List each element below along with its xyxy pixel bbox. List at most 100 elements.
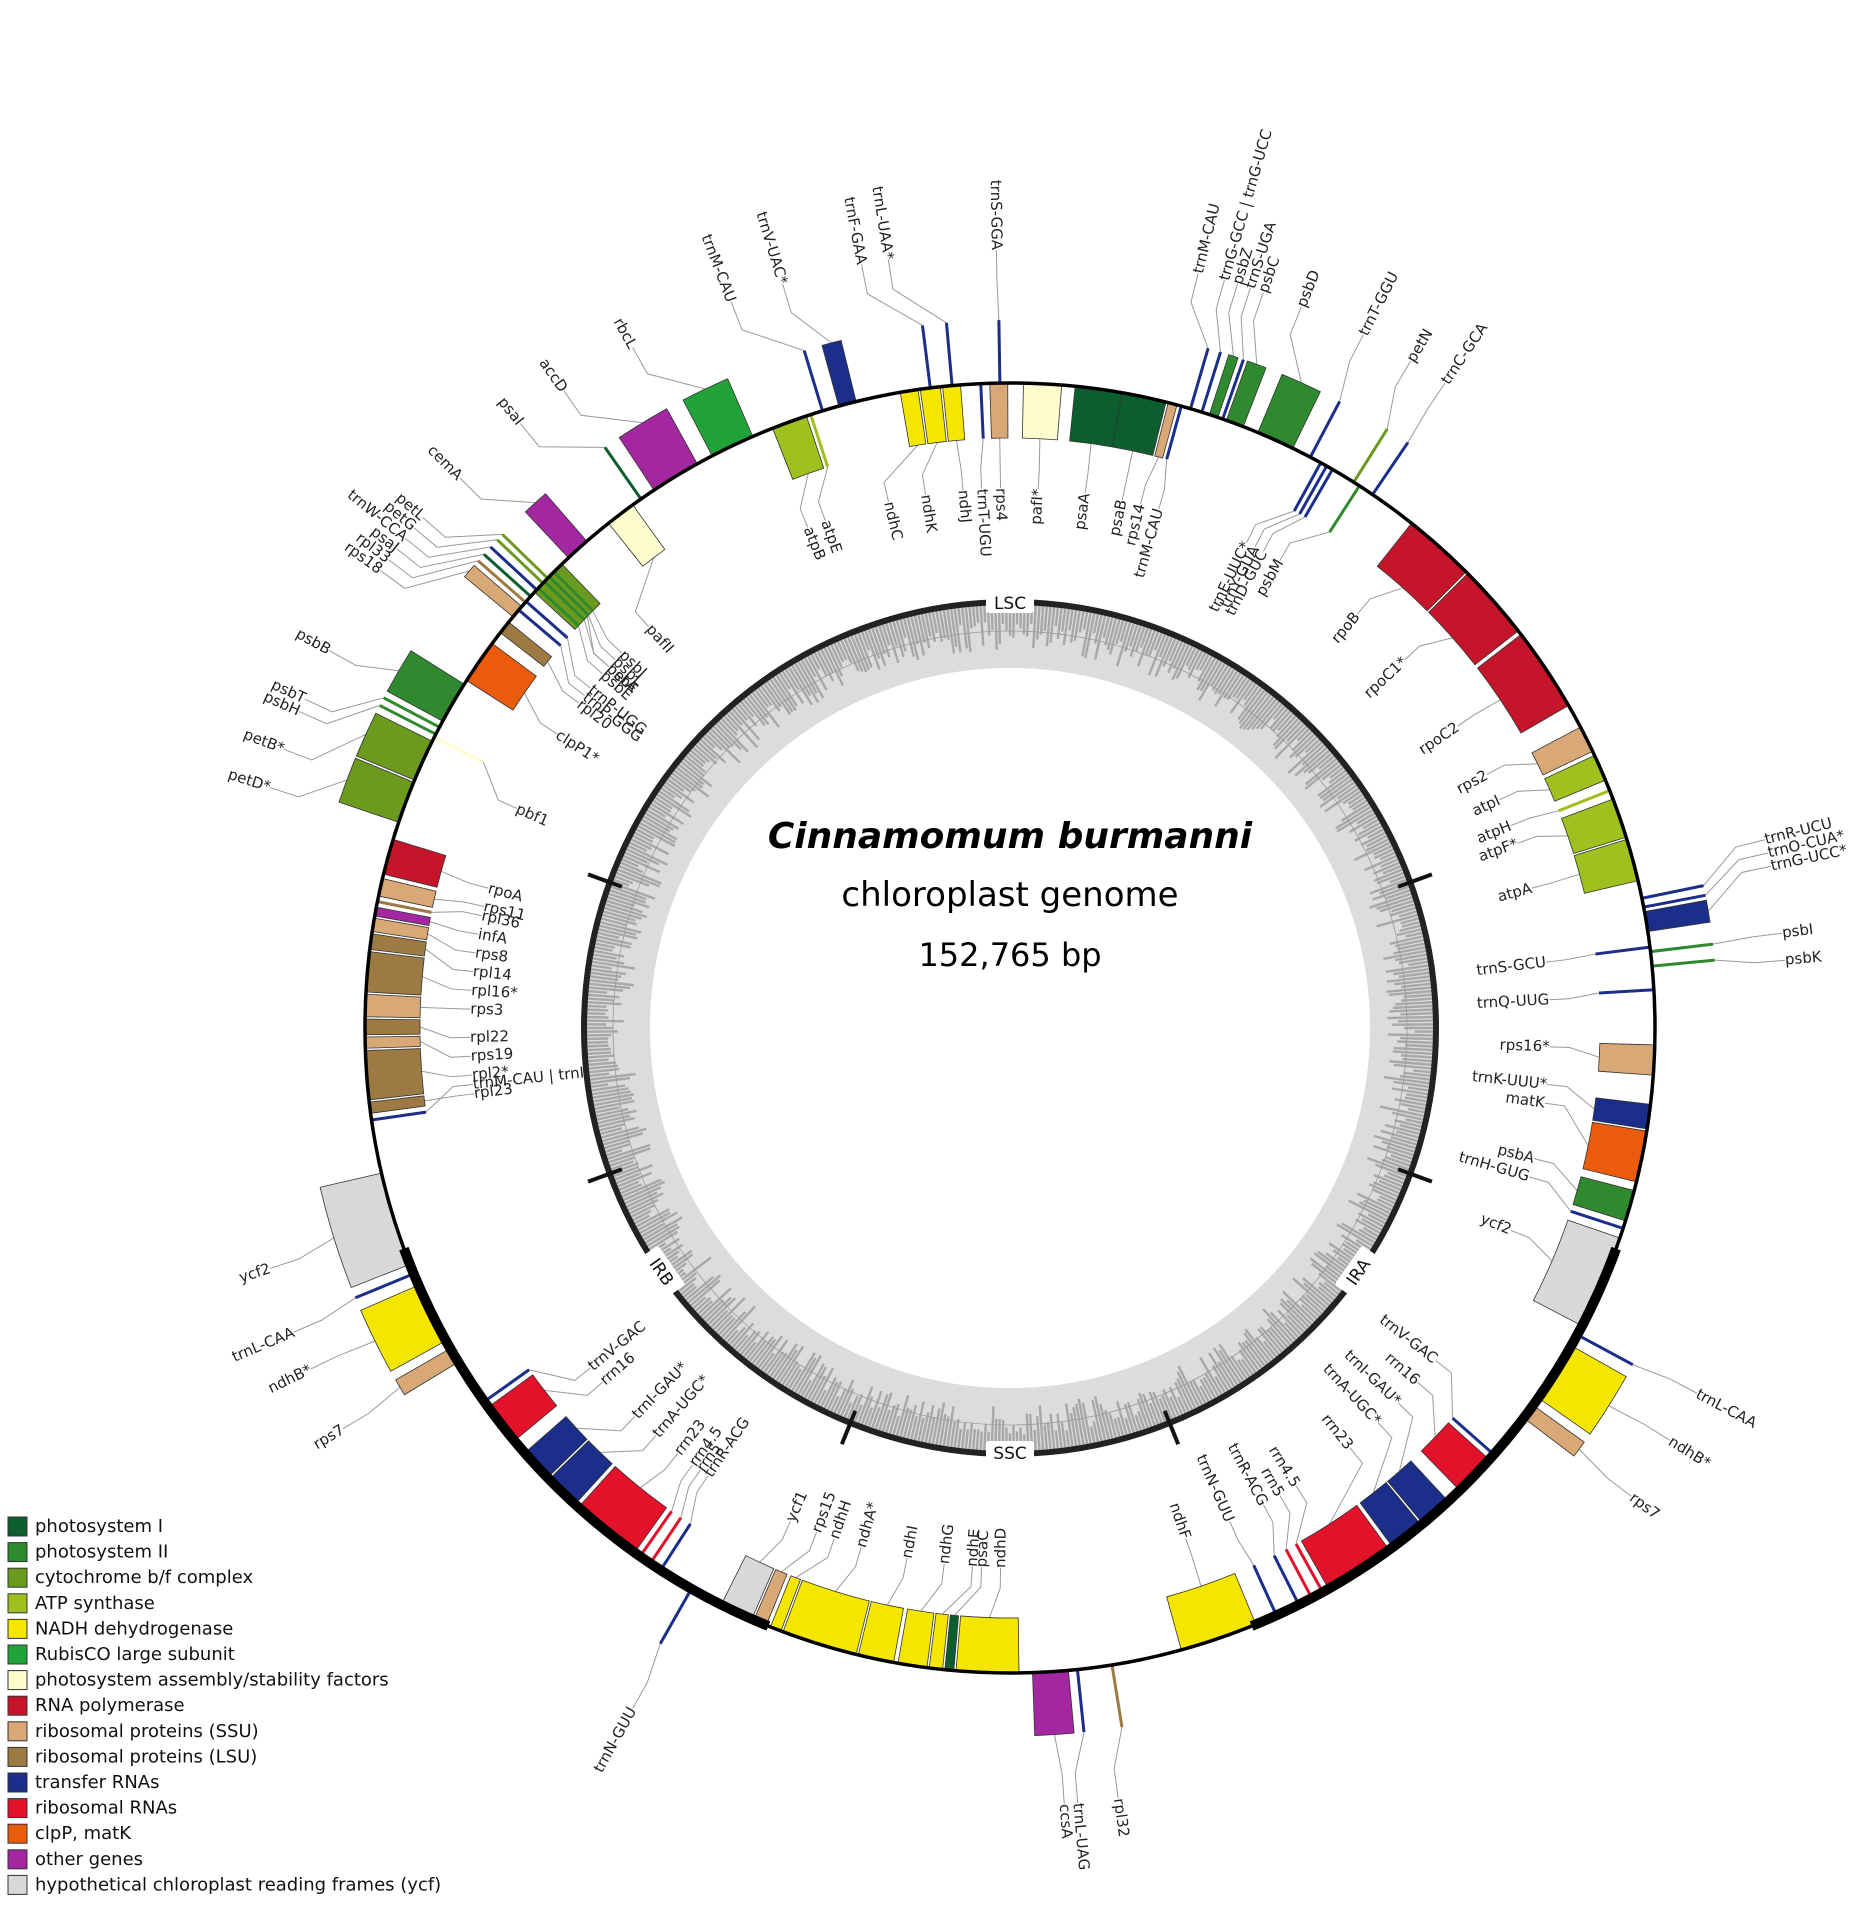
gene-mark [482,553,532,598]
gene-leader [440,870,489,889]
gene-leader [1578,1448,1632,1497]
gene-leader [1549,1046,1600,1058]
gene-leader [954,1567,983,1616]
gene-leader [1533,1158,1578,1191]
gene-leader [632,347,706,390]
gene-label: trnS-GCU [1475,953,1547,979]
gene-mark [487,1374,558,1442]
gene-mark [658,1588,693,1645]
gene-leader [342,1386,401,1430]
gene-leader [560,645,585,696]
gene-leader [1712,932,1783,945]
gene-leader [1190,272,1209,349]
gene-leader [269,779,348,798]
gene-leader [1435,1360,1454,1419]
gene-label: trnT-UGU [973,488,995,557]
species-name: Cinnamomum burmanni [768,816,1253,857]
region-label: SSC [993,1444,1026,1464]
gene-mark [364,1035,421,1049]
gene-leader [883,444,919,502]
gene-label: pafI* [1027,488,1047,525]
gene-leader [887,259,947,324]
gene-label: rpl22 [470,1027,509,1046]
gene-leader [380,570,470,589]
gene-mark [1598,988,1654,995]
region-boundary-tick [1162,1410,1181,1446]
gene-mark [809,414,830,468]
gene-mark [1570,1209,1624,1230]
genome-ring [363,381,1657,1675]
gene-leader [782,283,832,344]
gene-leader [304,697,384,713]
gene-label: rpl32 [1110,1797,1133,1838]
gene-leader [520,423,605,448]
gene-leader [1084,443,1092,494]
gene-mark [1650,942,1714,954]
gene-label: ndhE [963,1528,984,1567]
gene-mark [802,350,824,412]
gene-leader [1517,835,1568,844]
inner-disc [650,668,1370,1388]
gene-leader [1295,1485,1308,1545]
gene-leader [422,976,472,991]
gene-leader [1499,789,1550,801]
gene-leader [459,477,536,504]
legend-swatch [7,1670,28,1691]
gene-leader [1254,513,1300,548]
gene-leader [310,1340,376,1370]
gene-mark [638,1510,673,1558]
gene-leader [1329,1447,1364,1525]
gene-label: trnS-GGA [987,180,1006,251]
gene-leader [1457,699,1501,727]
gene-leader [1074,1732,1085,1804]
legend-item-label: photosystem II [35,1542,168,1563]
gene-mark [501,533,549,580]
gene-mark [1641,884,1704,900]
gene-label: rps3 [470,1000,504,1019]
gene-leader [425,1083,474,1113]
gene-label: rpl16* [471,981,519,1002]
gene-leader [1546,1083,1595,1110]
gene-label: atpA [1495,879,1534,906]
legend-swatch [7,1746,28,1767]
gene-label: psbI [1781,920,1814,942]
gene-leader [1263,1504,1275,1556]
gene-leader [1289,306,1302,383]
region-ssc: SSC [986,1441,1034,1464]
gene-leader [587,615,616,661]
legend-swatch [7,1618,28,1639]
gene-leader [1707,865,1772,912]
gene-mark [979,383,985,439]
gene-mark [955,1615,1020,1674]
legend-swatch [7,1644,28,1665]
gene-mark [1284,1548,1314,1599]
gene-label: ndhI [898,1524,922,1560]
gene-label: ndhB* [1665,1432,1714,1472]
genome-size: 152,765 bp [918,936,1101,974]
region-boundary-tick [587,1167,623,1184]
gene-label: psbK [1784,947,1823,968]
gene-label: rps7 [1626,1489,1663,1523]
gene-mark [433,735,485,764]
gene-leader [1510,810,1559,827]
gene-leader [600,1435,657,1453]
legend-swatch [7,1567,28,1588]
gene-leader [269,1237,335,1269]
region-label-bg [986,591,1034,613]
gene-leader [1229,1521,1255,1566]
gene-mark [1352,428,1389,484]
gene-label: rrn23 [1318,1410,1357,1453]
gene-mark [466,642,537,711]
gene-label: trnV-UAC* [752,209,791,286]
legend-item-label: NADH dehydrogenase [35,1618,233,1639]
gene-leader [1531,873,1580,889]
gene-label: psaA [1071,491,1094,531]
gene-leader [1632,1364,1698,1394]
gene-leader [482,761,517,809]
gene-leader [1121,450,1134,500]
genome-title: Cinnamomum burmanni chloroplast genome 1… [768,816,1253,974]
gene-mark [364,993,422,1019]
legend-swatch [7,1695,28,1716]
legend-swatch [7,1874,28,1895]
legend-swatch [7,1772,28,1793]
